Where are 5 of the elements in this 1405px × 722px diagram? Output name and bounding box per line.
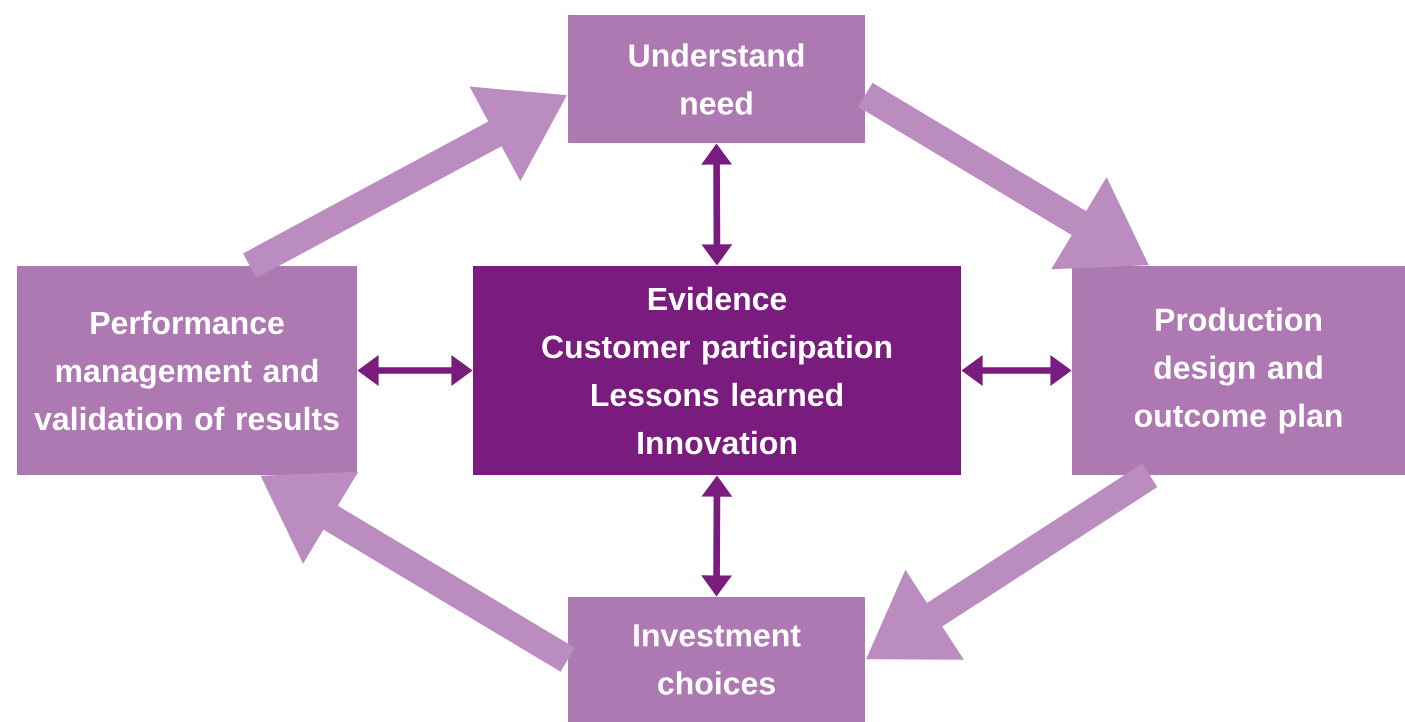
process-box: Production design and outcome plan	[1072, 266, 1405, 475]
process-box: Investment choices	[568, 597, 865, 722]
central-box: Evidence Customer participation Lessons learned Innovation	[473, 266, 961, 475]
process-box: Performance management and validation of results	[17, 266, 357, 475]
process-box: Understand need	[568, 15, 865, 143]
